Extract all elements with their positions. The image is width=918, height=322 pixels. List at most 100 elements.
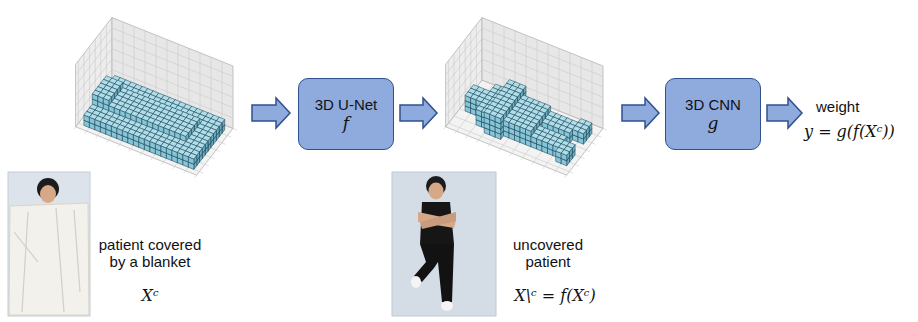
- grid-line: [153, 111, 189, 158]
- grid-line: [446, 38, 482, 85]
- grid-line: [120, 98, 156, 145]
- grid-line: [482, 70, 603, 118]
- grid-line: [96, 136, 98, 139]
- voxel-plot-covered: [74, 18, 237, 178]
- voxel-face: [103, 95, 111, 101]
- grid-line: [532, 162, 534, 165]
- grid-line: [476, 87, 597, 135]
- grid-line: [211, 157, 215, 159]
- grid-line: [569, 172, 573, 174]
- grid-line: [107, 140, 109, 143]
- block-arrow: [767, 98, 802, 128]
- voxel-face: [526, 125, 534, 131]
- box-title: 3D U-Net: [315, 96, 378, 113]
- grid-line: [222, 143, 226, 145]
- grid-line: [471, 94, 592, 142]
- grid-line: [477, 140, 479, 143]
- grid-line: [521, 158, 523, 161]
- photo-covered: [8, 172, 90, 316]
- grid-line: [184, 171, 186, 174]
- grid-line: [482, 49, 603, 97]
- grid-line: [523, 111, 559, 158]
- grid-line: [112, 38, 233, 86]
- grid-line: [592, 143, 596, 145]
- grid-line: [448, 123, 569, 171]
- arms: [418, 212, 456, 228]
- blanket: [9, 203, 89, 315]
- grid-line: [534, 115, 570, 162]
- block-arrow: [400, 98, 437, 128]
- grid-line: [101, 94, 222, 142]
- grid-line: [151, 158, 153, 161]
- grid-line: [479, 93, 515, 140]
- block-arrow: [252, 98, 290, 128]
- grid-line: [501, 102, 537, 149]
- function-symbol: g: [708, 113, 719, 133]
- math-label: y = g(f(Xᶜ)): [804, 122, 916, 141]
- output-label: weight: [816, 98, 906, 115]
- grid-line: [140, 153, 142, 156]
- grid-line: [554, 171, 556, 174]
- grid-line: [175, 120, 211, 167]
- grid-line: [482, 59, 603, 107]
- face: [40, 185, 56, 203]
- plot-wall: [482, 18, 603, 129]
- grid-line: [95, 102, 216, 150]
- grid-line: [173, 166, 175, 169]
- blanket-fold: [22, 212, 28, 312]
- voxel-plot-uncovered: [444, 18, 607, 178]
- grid-line: [205, 164, 209, 166]
- bed: [8, 172, 90, 316]
- grid-line: [510, 153, 512, 156]
- grid-line: [162, 162, 164, 165]
- grid-line: [446, 49, 482, 96]
- grid-line: [460, 109, 581, 157]
- grid-line: [76, 38, 112, 85]
- grid-line: [455, 131, 457, 134]
- grid-line: [597, 136, 601, 138]
- grid-line: [85, 131, 87, 134]
- arms: [420, 212, 456, 229]
- plot-wall: [76, 18, 112, 127]
- grid-line: [74, 127, 76, 130]
- bed: [392, 172, 496, 316]
- grid-line: [227, 136, 231, 138]
- voxel-face: [578, 128, 586, 134]
- grid-line: [87, 84, 123, 131]
- grid-line: [545, 120, 581, 167]
- grid-line: [84, 116, 205, 164]
- grid-line: [76, 49, 112, 96]
- grid-line: [112, 59, 233, 107]
- grid-line: [131, 102, 167, 149]
- grid-line: [512, 106, 548, 153]
- grid-line: [76, 59, 112, 106]
- function-symbol: f: [343, 113, 349, 133]
- sock: [411, 276, 421, 288]
- grid-line: [543, 166, 545, 169]
- grid-line: [482, 38, 603, 86]
- grid-line: [446, 28, 482, 75]
- grid-line: [565, 175, 567, 178]
- grid-line: [575, 164, 579, 166]
- grid-line: [78, 123, 199, 171]
- grid-line: [142, 106, 178, 153]
- caption-text: patient covered by a blanket: [92, 236, 208, 270]
- face: [429, 183, 444, 200]
- grid-line: [98, 89, 134, 136]
- grid-line: [129, 149, 131, 152]
- pants: [414, 244, 454, 302]
- blanket-fold: [56, 208, 64, 312]
- math-label: Xᶜ: [112, 286, 188, 305]
- grid-line: [466, 136, 468, 139]
- grid-line: [581, 157, 585, 159]
- grid-line: [586, 150, 590, 152]
- sock: [441, 301, 453, 311]
- plot-wall: [112, 18, 233, 129]
- grid-line: [233, 128, 237, 130]
- voxel-face: [180, 131, 188, 137]
- grid-line: [444, 127, 446, 130]
- grid-line: [112, 49, 233, 97]
